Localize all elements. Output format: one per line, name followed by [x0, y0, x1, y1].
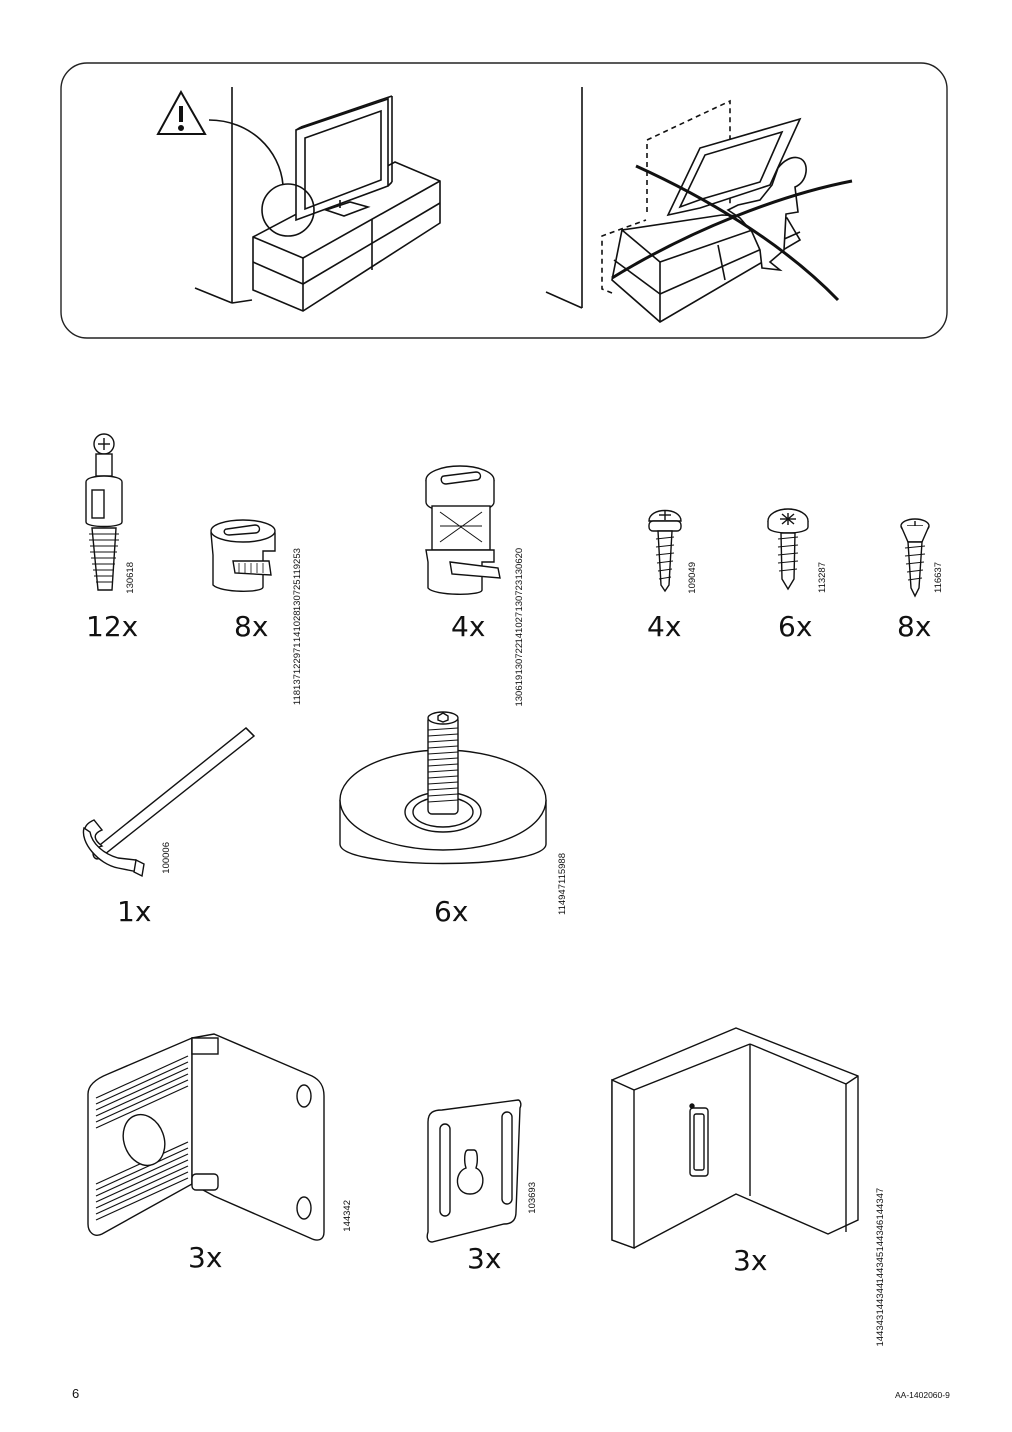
- part-quantity: 1x: [117, 895, 152, 928]
- article-number: 103693: [527, 1182, 538, 1214]
- article-numbers: 130619130722141027130723130620: [514, 548, 525, 707]
- article-numbers: 116637: [933, 562, 944, 593]
- article-number: 144343: [875, 1314, 886, 1347]
- part-quantity: 3x: [467, 1242, 502, 1275]
- article-number: 115988: [557, 853, 568, 884]
- article-numbers: 103693: [527, 1182, 538, 1214]
- article-number: 116637: [933, 562, 944, 593]
- keyhole-plate-icon: [426, 1099, 522, 1243]
- article-number: 130618: [125, 562, 136, 594]
- adjustable-foot-icon: [339, 711, 547, 865]
- part-quantity: 12x: [86, 610, 139, 643]
- cam-lock-large-icon: [425, 465, 501, 595]
- part-quantity: 6x: [434, 895, 469, 928]
- article-number: 114947: [557, 884, 568, 915]
- document-id: AA-1402060-9: [895, 1390, 950, 1400]
- angle-bracket-icon: [87, 1033, 325, 1241]
- page-number: 6: [72, 1386, 80, 1401]
- article-number: 119253: [292, 548, 303, 579]
- article-numbers: 144342: [342, 1200, 353, 1232]
- article-number: 130620: [514, 548, 525, 580]
- article-number: 130725: [292, 579, 303, 611]
- part-quantity: 6x: [778, 610, 813, 643]
- warning-panel: [60, 62, 948, 339]
- pan-head-screw-icon: [648, 509, 682, 593]
- article-number: 130723: [514, 579, 525, 612]
- tv-on-bench-anchored-icon: [194, 87, 441, 312]
- part-quantity: 3x: [188, 1241, 223, 1274]
- article-number: 130619: [514, 674, 525, 707]
- part-quantity: 8x: [234, 610, 269, 643]
- article-number: 100006: [161, 842, 172, 874]
- article-number: 118137: [292, 674, 303, 706]
- article-numbers: 113287: [817, 562, 828, 593]
- article-number: 144346: [875, 1219, 886, 1252]
- article-number: 109049: [687, 562, 698, 594]
- article-numbers: 109049: [687, 562, 698, 594]
- part-quantity: 8x: [897, 610, 932, 643]
- tv-bench-tipping-crossed-icon: [545, 87, 853, 323]
- countersunk-screw-icon: [900, 518, 930, 598]
- article-number: 144344: [875, 1283, 886, 1315]
- article-number: 130722: [514, 643, 525, 675]
- cam-lock-dowel-icon: [85, 433, 123, 591]
- part-quantity: 3x: [733, 1244, 768, 1277]
- part-quantity: 4x: [451, 610, 486, 643]
- article-numbers: 114947115988: [557, 853, 568, 915]
- article-number: 144342: [342, 1200, 353, 1232]
- article-number: 144345: [875, 1251, 886, 1284]
- allen-key-icon: [82, 727, 256, 878]
- flange-screw-icon: [767, 508, 809, 591]
- part-quantity: 4x: [647, 610, 682, 643]
- article-numbers: 118137122971141028130725119253: [292, 548, 303, 706]
- article-numbers: 130618: [125, 562, 136, 594]
- cam-lock-nut-icon: [210, 519, 276, 592]
- article-number: 122971: [292, 642, 303, 675]
- article-number: 113287: [817, 562, 828, 593]
- article-number: 141027: [514, 611, 525, 644]
- article-numbers: 100006: [161, 842, 172, 874]
- article-number: 141028: [292, 610, 303, 643]
- article-numbers: 144343144344144345144346144347: [875, 1188, 886, 1347]
- warning-triangle-icon: [156, 89, 207, 135]
- article-number: 144347: [875, 1188, 886, 1220]
- wall-block-icon: [611, 1027, 859, 1249]
